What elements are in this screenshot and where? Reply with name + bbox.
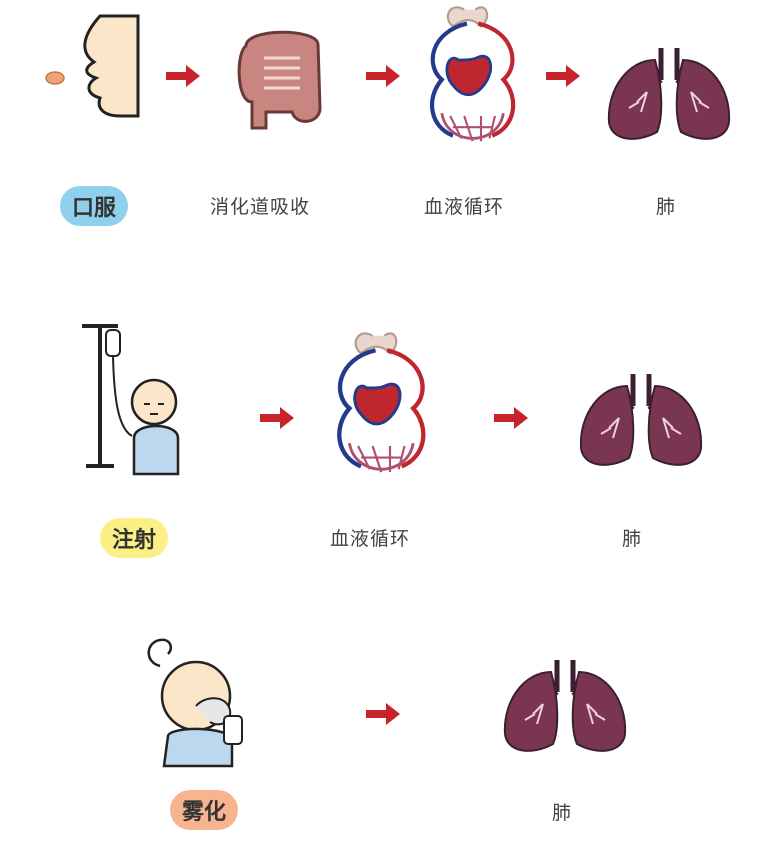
arrow-icon [166,64,206,88]
circulation-icon [425,4,525,154]
step-label: 肺 [622,524,642,551]
mouth-with-pill-icon [40,12,140,122]
circulation-icon [332,330,432,490]
arrow-icon [260,406,300,430]
route-badge-oral: 口服 [60,186,128,226]
step-label: 血液循环 [424,192,504,219]
step-label: 肺 [656,192,676,219]
arrow-icon [366,702,406,726]
lungs-icon [576,360,706,470]
iv-drip-child-icon [78,318,198,478]
arrow-icon [366,64,406,88]
lungs-icon [604,34,734,144]
step-label: 血液循环 [330,524,410,551]
arrow-icon [546,64,586,88]
lungs-icon [500,646,630,756]
arrow-icon [494,406,534,430]
nebulizer-child-icon [140,630,270,770]
route-badge-injection: 注射 [100,518,168,558]
route-badge-nebulization: 雾化 [170,790,238,830]
intestine-icon [226,22,336,132]
step-label: 肺 [552,798,572,825]
step-label: 消化道吸收 [210,192,310,219]
